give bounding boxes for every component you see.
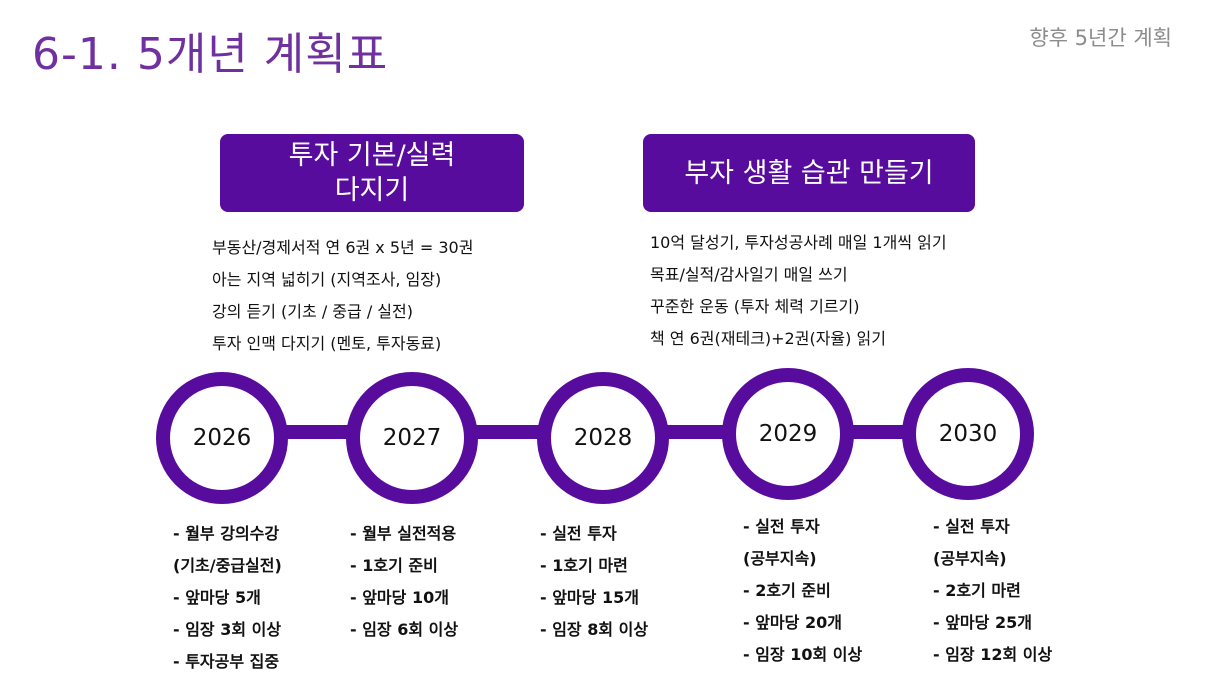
year-label: 2026 [192,425,252,451]
list-item: 목표/실적/감사일기 매일 쓰기 [650,265,848,284]
goal-item: - 앞마당 20개 [743,613,842,632]
year-label: 2027 [382,425,442,451]
year-circle-2029: 2029 [722,368,854,500]
goal-item: - 앞마당 15개 [540,588,639,607]
list-item: 책 연 6권(재테크)+2권(자율) 읽기 [650,329,886,348]
list-item: 투자 인맥 다지기 (멘토, 투자동료) [212,334,442,353]
basics-list: 부동산/경제서적 연 6권 x 5년 = 30권 아는 지역 넓히기 (지역조사… [212,232,473,360]
goal-item: - 실전 투자 [743,517,820,536]
habits-list: 10억 달성기, 투자성공사례 매일 1개씩 읽기 목표/실적/감사일기 매일 … [650,227,947,355]
list-item: 10억 달성기, 투자성공사례 매일 1개씩 읽기 [650,233,947,252]
goal-item: (공부지속) [933,549,1007,568]
list-item: 꾸준한 운동 (투자 체력 기르기) [650,297,860,316]
goal-item: - 앞마당 25개 [933,613,1032,632]
goal-item: - 임장 10회 이상 [743,645,863,664]
goals-2026: - 월부 강의수강 (기초/중급실전) - 앞마당 5개 - 임장 3회 이상 … [173,518,282,678]
page-subtitle: 향후 5년간 계획 [1029,26,1172,50]
goal-item: - 실전 투자 [540,524,617,543]
page-title: 6-1. 5개년 계획표 [32,29,389,80]
list-item: 강의 듣기 (기초 / 중급 / 실전) [212,302,413,321]
goal-item: - 투자공부 집중 [173,652,280,671]
goals-2027: - 월부 실전적용 - 1호기 준비 - 앞마당 10개 - 임장 6회 이상 [350,518,458,646]
goal-item: - 실전 투자 [933,517,1010,536]
goal-item: - 임장 12회 이상 [933,645,1053,664]
year-circle-2026: 2026 [156,372,288,504]
goal-item: - 임장 6회 이상 [350,620,459,639]
list-item: 부동산/경제서적 연 6권 x 5년 = 30권 [212,238,474,257]
goal-item: (공부지속) [743,549,817,568]
year-circle-2027: 2027 [346,372,478,504]
goal-item: - 1호기 준비 [350,556,438,575]
year-label: 2029 [758,421,818,447]
list-item: 아는 지역 넓히기 (지역조사, 임장) [212,270,442,289]
section-heading-habits: 부자 생활 습관 만들기 [643,134,975,212]
goal-item: - 월부 실전적용 [350,524,457,543]
goal-item: - 임장 8회 이상 [540,620,649,639]
goal-item: - 1호기 마련 [540,556,628,575]
year-circle-2028: 2028 [537,372,669,504]
year-label: 2028 [573,425,633,451]
goal-item: - 앞마당 10개 [350,588,449,607]
goals-2029: - 실전 투자 (공부지속) - 2호기 준비 - 앞마당 20개 - 임장 1… [743,511,862,671]
heading-line: 부자 생활 습관 만들기 [684,157,934,189]
goals-2028: - 실전 투자 - 1호기 마련 - 앞마당 15개 - 임장 8회 이상 [540,518,648,646]
goal-item: - 임장 3회 이상 [173,620,282,639]
goal-item: - 2호기 마련 [933,581,1021,600]
goal-item: - 앞마당 5개 [173,588,261,607]
year-circle-2030: 2030 [902,368,1034,500]
goal-item: - 2호기 준비 [743,581,831,600]
heading-line: 투자 기본/실력 [288,140,456,171]
heading-line: 다지기 [334,175,410,206]
goal-item: (기초/중급실전) [173,556,282,575]
goal-item: - 월부 강의수강 [173,524,280,543]
goals-2030: - 실전 투자 (공부지속) - 2호기 마련 - 앞마당 25개 - 임장 1… [933,511,1052,671]
year-label: 2030 [938,421,998,447]
